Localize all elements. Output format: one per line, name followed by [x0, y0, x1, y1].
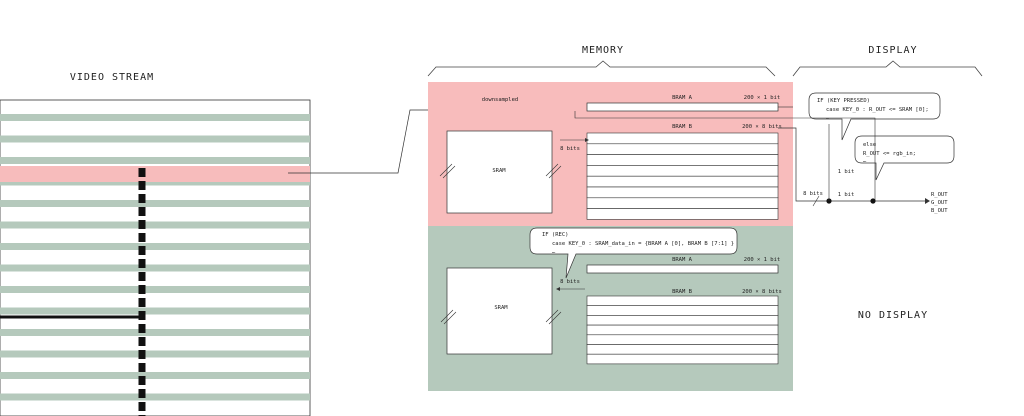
else-line2: R_OUT <= rgb_in; — [863, 151, 916, 157]
scanline — [0, 350, 310, 358]
scanline — [0, 286, 310, 293]
sram-top-right-break — [545, 163, 562, 179]
sram-bottom-left-break — [440, 309, 457, 325]
bram-a-label-bottom: BRAM A — [672, 257, 693, 263]
bram-word — [586, 295, 779, 306]
video-frame — [0, 99, 311, 416]
bram-word — [586, 305, 779, 316]
else-bubble — [854, 135, 955, 181]
bus-width-top: 8 bits — [560, 146, 580, 152]
bram-b-bottom — [586, 295, 779, 365]
sram-top — [446, 130, 553, 214]
scanline — [0, 393, 310, 401]
current-scanline — [0, 166, 310, 182]
video-stream-panel — [0, 99, 311, 416]
bram-a-size-bottom: 200 × 1 bit — [744, 257, 780, 263]
else-line1: else — [863, 142, 876, 148]
downsampled-bit-wire — [574, 111, 876, 200]
bram-word — [586, 143, 779, 155]
bram-word — [586, 154, 779, 166]
bram-word — [586, 175, 779, 188]
else-line3: … — [863, 158, 867, 164]
scanline — [0, 221, 310, 229]
eight-bits-label: 8 bits — [803, 191, 823, 197]
bram-b-top — [586, 132, 779, 220]
bram-a-size-top: 200 × 1 bit — [744, 95, 780, 101]
bram-a-bottom — [586, 264, 779, 274]
bram-word — [586, 353, 779, 365]
bram-b-size-top: 200 × 8 bits — [742, 124, 782, 130]
bram-b-size-bottom: 200 × 8 bits — [742, 289, 782, 295]
sram-label-bottom: SRAM — [494, 305, 508, 311]
output-arrow-head — [925, 198, 930, 204]
downsampled-label: downsampled — [482, 97, 518, 103]
scanline — [0, 264, 310, 272]
scanline — [0, 200, 310, 207]
bus-arrow-bottom-head — [556, 287, 560, 291]
sram-top-left-break — [439, 163, 456, 179]
bram-b-label-top: BRAM B — [672, 124, 693, 130]
scanline — [0, 114, 310, 121]
scanline — [0, 243, 310, 250]
bram-word — [586, 132, 779, 145]
key-pressed-line1: IF (KEY PRESSED) — [817, 98, 870, 104]
scanline — [0, 135, 310, 143]
no-display-label: NO DISPLAY — [858, 310, 928, 321]
junction-dot-2 — [870, 198, 876, 204]
display-brace — [792, 60, 983, 77]
memory-brace — [427, 60, 776, 77]
sram-label-top: SRAM — [492, 168, 506, 174]
output-r: R_OUT — [931, 192, 948, 198]
bram-word — [586, 324, 779, 336]
output-bus-wire — [778, 127, 925, 202]
bram-a-top — [586, 102, 779, 112]
sram-bottom — [446, 267, 553, 355]
scanline — [0, 329, 310, 336]
display-title: DISPLAY — [868, 45, 917, 56]
video-stream-title: VIDEO STREAM — [70, 72, 154, 83]
key-pressed-line2: case KEY_0 : R_OUT <= SRAM [0]; — [826, 107, 929, 113]
rec-code-line3: … — [552, 249, 556, 255]
bram-word — [586, 344, 779, 355]
bus-slash — [812, 195, 820, 207]
scanline — [0, 157, 310, 164]
rec-code-bubble — [529, 227, 738, 279]
sram-bottom-right-break — [545, 309, 562, 325]
scanline — [0, 372, 310, 379]
bram-b-label-bottom: BRAM B — [672, 289, 693, 295]
bram-word — [586, 186, 779, 199]
bram-word — [586, 197, 779, 209]
bram-word — [586, 165, 779, 177]
scanline — [0, 307, 310, 315]
rec-code-line2: case KEY_0 : SRAM_data_in = {BRAM A [0],… — [552, 241, 734, 247]
bram-word — [586, 208, 779, 220]
one-bit-upper: 1 bit — [838, 169, 855, 175]
output-g: G_OUT — [931, 200, 948, 206]
memory-title: MEMORY — [582, 45, 624, 56]
bram-word — [586, 334, 779, 345]
bus-arrow-top-head — [585, 138, 589, 142]
bus-width-bottom: 8 bits — [560, 279, 580, 285]
video-scanlines — [0, 114, 310, 401]
bram-a-label-top: BRAM A — [672, 95, 693, 101]
output-b: B_OUT — [931, 208, 948, 214]
one-bit-lower: 1 bit — [838, 192, 855, 198]
key-pressed-bubble — [808, 92, 941, 141]
rec-code-line1: IF (REC) — [542, 232, 569, 238]
bram-word — [586, 315, 779, 326]
